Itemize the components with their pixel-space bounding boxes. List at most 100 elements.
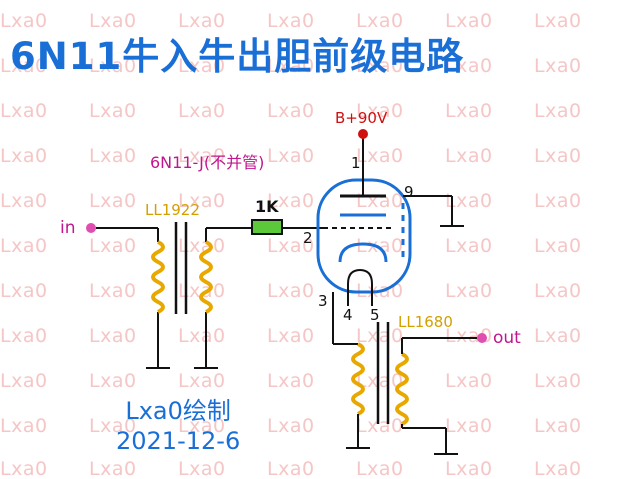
watermark-text: Lxa0 xyxy=(445,100,493,122)
watermark-text: Lxa0 xyxy=(89,55,137,77)
watermark-text: Lxa0 xyxy=(0,100,48,122)
watermark-text: Lxa0 xyxy=(356,55,404,77)
watermark-text: Lxa0 xyxy=(267,145,315,167)
watermark-text: Lxa0 xyxy=(534,235,582,257)
watermark-text: Lxa0 xyxy=(0,370,48,392)
watermark-text: Lxa0 xyxy=(89,10,137,32)
resistor-label: 1K xyxy=(255,197,279,216)
watermark-text: Lxa0 xyxy=(445,235,493,257)
watermark-text: Lxa0 xyxy=(534,415,582,437)
watermark-text: Lxa0 xyxy=(89,190,137,212)
watermark-text: Lxa0 xyxy=(356,325,404,347)
output-terminal xyxy=(477,333,487,343)
input-transformer-label: LL1922 xyxy=(145,201,200,219)
pin-9-label: 9 xyxy=(404,183,414,201)
watermark-text: Lxa0 xyxy=(89,458,137,479)
watermark-text: Lxa0 xyxy=(267,370,315,392)
input-terminal xyxy=(86,223,96,233)
watermark-text: Lxa0 xyxy=(178,10,226,32)
output-transformer-label: LL1680 xyxy=(398,313,453,331)
watermark-text: Lxa0 xyxy=(445,190,493,212)
watermark-text: Lxa0 xyxy=(89,415,137,437)
watermark-row: Lxa0 Lxa0 Lxa0 Lxa0 Lxa0 Lxa0 Lxa0 xyxy=(0,235,623,257)
grid-resistor xyxy=(251,219,283,235)
pin-3-label: 3 xyxy=(318,292,328,310)
supply-terminal xyxy=(358,129,368,139)
watermark-text: Lxa0 xyxy=(356,10,404,32)
tube-heater xyxy=(347,268,373,306)
watermark-text: Lxa0 xyxy=(178,235,226,257)
watermark-text: Lxa0 xyxy=(0,325,48,347)
watermark-text: Lxa0 xyxy=(0,415,48,437)
watermark-text: Lxa0 xyxy=(445,415,493,437)
watermark-text: Lxa0 xyxy=(445,280,493,302)
tube-second-triode xyxy=(338,213,388,263)
input-transformer-secondary-winding xyxy=(199,240,213,314)
watermark-text: Lxa0 xyxy=(89,100,137,122)
watermark-text: Lxa0 xyxy=(534,458,582,479)
watermark-text: Lxa0 xyxy=(178,415,226,437)
output-wiring xyxy=(346,337,477,455)
watermark-text: Lxa0 xyxy=(534,10,582,32)
watermark-text: Lxa0 xyxy=(178,55,226,77)
credit-author: Lxa0绘制 xyxy=(125,397,231,425)
watermark-text: Lxa0 xyxy=(267,280,315,302)
tube-label: 6N11-J(不并管) xyxy=(150,153,264,172)
output-transformer-secondary-winding xyxy=(395,352,409,426)
watermark-text: Lxa0 xyxy=(445,55,493,77)
watermark-text: Lxa0 xyxy=(534,370,582,392)
watermark-text: Lxa0 xyxy=(445,145,493,167)
watermark-text: Lxa0 xyxy=(356,415,404,437)
tube-6n11 xyxy=(316,178,412,345)
pin-2-label: 2 xyxy=(303,229,313,247)
watermark-row: Lxa0 Lxa0 Lxa0 Lxa0 Lxa0 Lxa0 Lxa0 xyxy=(0,55,623,77)
pin9-ground xyxy=(403,195,464,227)
watermark-text: Lxa0 xyxy=(267,415,315,437)
watermark-text: Lxa0 xyxy=(445,370,493,392)
watermark-text: Lxa0 xyxy=(267,55,315,77)
watermark-text: Lxa0 xyxy=(534,280,582,302)
watermark-text: Lxa0 xyxy=(534,325,582,347)
watermark-row: Lxa0 Lxa0 Lxa0 Lxa0 Lxa0 Lxa0 Lxa0 xyxy=(0,415,623,437)
input-label: in xyxy=(60,218,76,238)
watermark-text: Lxa0 xyxy=(0,190,48,212)
output-transformer xyxy=(351,322,409,426)
watermark-text: Lxa0 xyxy=(445,10,493,32)
watermark-text: Lxa0 xyxy=(267,235,315,257)
watermark-text: Lxa0 xyxy=(0,235,48,257)
watermark-text: Lxa0 xyxy=(356,100,404,122)
watermark-text: Lxa0 xyxy=(356,235,404,257)
watermark-text: Lxa0 xyxy=(178,100,226,122)
watermark-text: Lxa0 xyxy=(356,370,404,392)
watermark-text: Lxa0 xyxy=(534,55,582,77)
credit-block: Lxa0绘制 2021-12-6 xyxy=(116,396,240,456)
watermark-text: Lxa0 xyxy=(534,190,582,212)
output-label: out xyxy=(493,328,521,348)
watermark-text: Lxa0 xyxy=(178,190,226,212)
watermark-text: Lxa0 xyxy=(0,145,48,167)
page-title: 6N11牛入牛出胆前级电路 xyxy=(10,35,465,78)
watermark-text: Lxa0 xyxy=(267,190,315,212)
watermark-text: Lxa0 xyxy=(89,145,137,167)
watermark-text: Lxa0 xyxy=(89,325,137,347)
watermark-text: Lxa0 xyxy=(89,235,137,257)
watermark-text: Lxa0 xyxy=(267,325,315,347)
pin-1-label: 1 xyxy=(351,154,361,172)
input-transformer-primary-winding xyxy=(151,240,165,314)
watermark-text: Lxa0 xyxy=(356,458,404,479)
input-transformer xyxy=(151,222,213,314)
input-wiring xyxy=(96,227,323,369)
pin-5-label: 5 xyxy=(370,306,380,324)
watermark-text: Lxa0 xyxy=(356,145,404,167)
watermark-text: Lxa0 xyxy=(267,458,315,479)
watermark-text: Lxa0 xyxy=(178,280,226,302)
watermark-text: Lxa0 xyxy=(0,55,48,77)
